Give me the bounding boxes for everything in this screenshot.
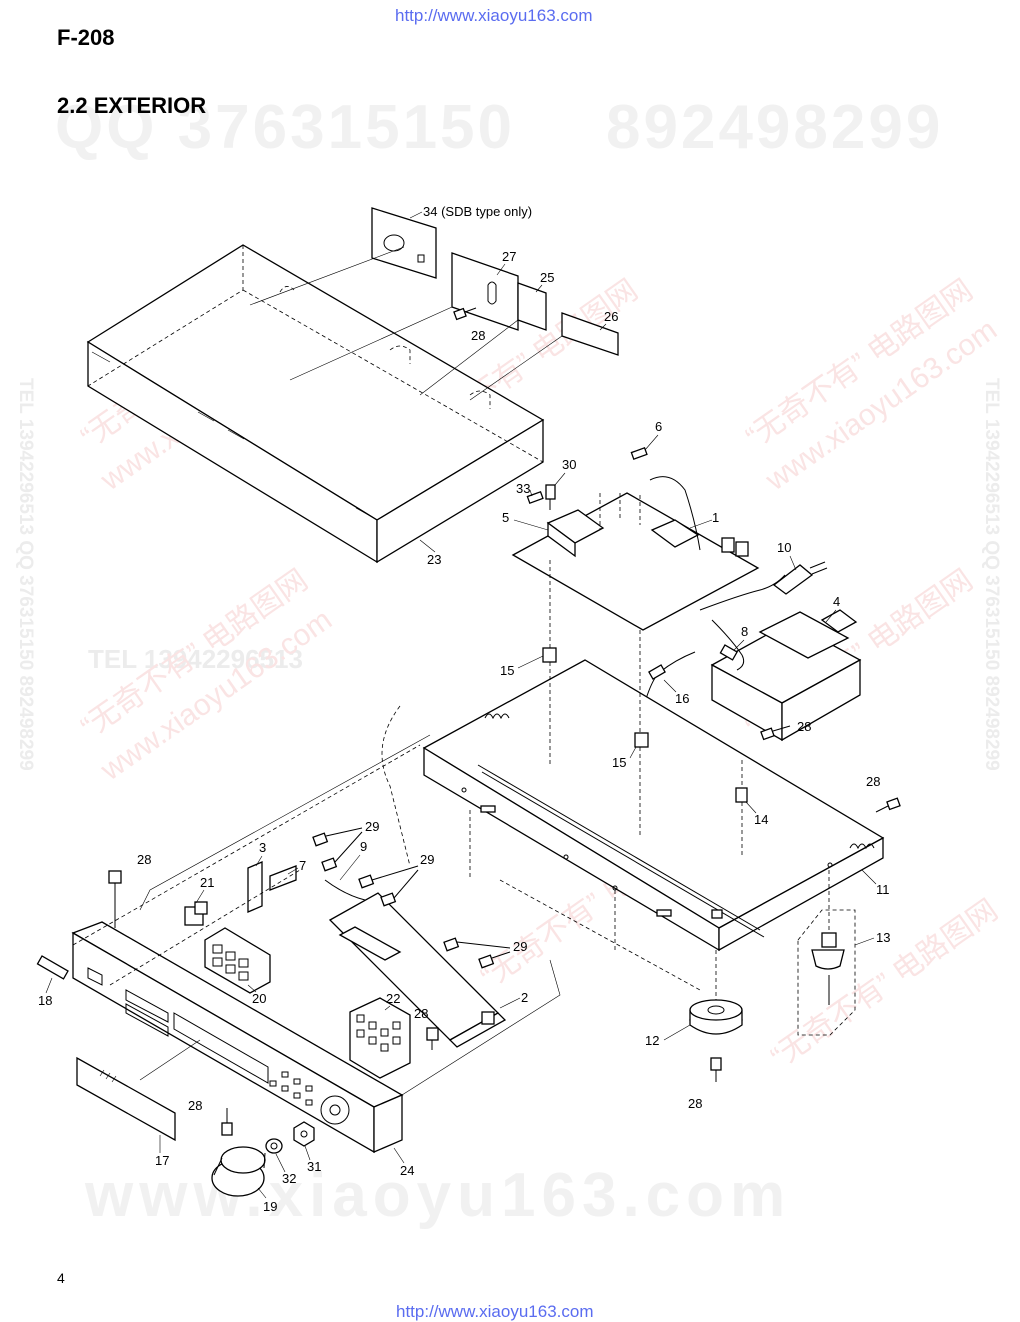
callout-2: 2 [521, 990, 528, 1005]
callout-23: 23 [427, 552, 441, 567]
watermark-qq: QQ 376315150 [55, 93, 516, 162]
top-cover [86, 244, 545, 564]
callout-17: 17 [155, 1153, 169, 1168]
callout-22: 22 [386, 991, 400, 1006]
pcb-support [634, 630, 649, 835]
callout-18: 18 [38, 993, 52, 1008]
sub-pcb [247, 861, 297, 913]
callout-26: 26 [604, 309, 618, 324]
screw-icon [312, 827, 511, 969]
callout-21: 21 [200, 875, 214, 890]
screw-icon [108, 870, 122, 928]
callout-4: 4 [833, 594, 840, 609]
callout-28-right: 28 [866, 774, 880, 789]
callout-12: 12 [645, 1033, 659, 1048]
callout-30: 30 [562, 457, 576, 472]
screw-icon [875, 797, 901, 813]
main-pcb [511, 476, 760, 631]
callout-10: 10 [777, 540, 791, 555]
brand-badge [36, 955, 69, 980]
wire-harness [711, 619, 745, 671]
display-window [76, 1039, 201, 1142]
tuning-knob[interactable] [211, 1146, 266, 1197]
callout-24: 24 [400, 1163, 414, 1178]
screw-icon [221, 1108, 233, 1136]
sub-bracket [328, 892, 507, 1048]
callout-11: 11 [876, 882, 890, 897]
callout-5: 5 [502, 510, 509, 525]
callout-1: 1 [712, 510, 719, 525]
caution-label [419, 282, 547, 396]
callout-34: 34 (SDB type only) [423, 204, 532, 219]
sdb-label-sheet [249, 207, 437, 306]
button-holder [204, 927, 271, 994]
callout-8: 8 [741, 624, 748, 639]
screw-icon [526, 484, 556, 510]
model-number: F-208 [57, 25, 115, 50]
foot-assembly [797, 870, 856, 1036]
callout-20: 20 [252, 991, 266, 1006]
screw-icon [760, 725, 791, 741]
watermark-vertical-left: TEL 13942296513 QQ 376315150 892498299 [15, 378, 36, 771]
page-number: 4 [57, 1270, 65, 1286]
bottom-chassis [381, 659, 885, 991]
callout-28-pcb: 28 [414, 1006, 428, 1021]
flat-cable [324, 879, 366, 901]
callout-6: 6 [655, 419, 662, 434]
nut [293, 1121, 315, 1147]
rivet [735, 760, 748, 855]
screw-icon [453, 307, 477, 321]
watermark-site: www.xiaoyu163.com [85, 1161, 792, 1230]
callout-32: 32 [282, 1171, 296, 1186]
source-url-top[interactable]: http://www.xiaoyu163.com [395, 6, 593, 25]
callout-25: 25 [540, 270, 554, 285]
watermark-tel: TEL 13942296513 [88, 644, 303, 674]
callout-13: 13 [876, 930, 890, 945]
led-holder [184, 901, 208, 926]
keyboard-pcb [349, 997, 411, 1079]
callout-28-mid: 28 [797, 719, 811, 734]
callout-31: 31 [307, 1159, 321, 1174]
callout-15-b: 15 [612, 755, 626, 770]
callout-7: 7 [299, 858, 306, 873]
callout-29-c: 29 [513, 939, 527, 954]
fuse [630, 446, 648, 460]
callout-29-a: 29 [365, 819, 379, 834]
washer [265, 1138, 283, 1154]
power-transformer [710, 609, 862, 742]
callout-33: 33 [516, 481, 530, 496]
callout-3: 3 [259, 840, 266, 855]
callout-14: 14 [754, 812, 768, 827]
callout-28-foot: 28 [688, 1096, 702, 1111]
callout-19: 19 [263, 1199, 277, 1214]
foot [689, 950, 743, 1082]
callout-15-a: 15 [500, 663, 514, 678]
front-panel [71, 921, 404, 1154]
callout-16: 16 [675, 691, 689, 706]
watermark-qq-2: 892498299 [606, 93, 944, 162]
callout-28-top: 28 [471, 328, 485, 343]
section-title: 2.2 EXTERIOR [57, 93, 207, 118]
callout-27: 27 [502, 249, 516, 264]
callout-labels: 34 (SDB type only) 27 25 26 28 23 6 30 3… [38, 204, 890, 1214]
callout-28-left: 28 [137, 852, 151, 867]
serial-label [469, 312, 619, 401]
callout-9: 9 [360, 839, 367, 854]
screw-icon [426, 1027, 439, 1050]
source-url-bottom[interactable]: http://www.xiaoyu163.com [396, 1302, 594, 1321]
pcb-support [542, 560, 557, 765]
watermark-vertical-right: TEL 13942296513 QQ 376315150 892498299 [981, 378, 1002, 771]
callout-28-knob: 28 [188, 1098, 202, 1113]
callout-29-b: 29 [420, 852, 434, 867]
power-cord [699, 561, 828, 611]
